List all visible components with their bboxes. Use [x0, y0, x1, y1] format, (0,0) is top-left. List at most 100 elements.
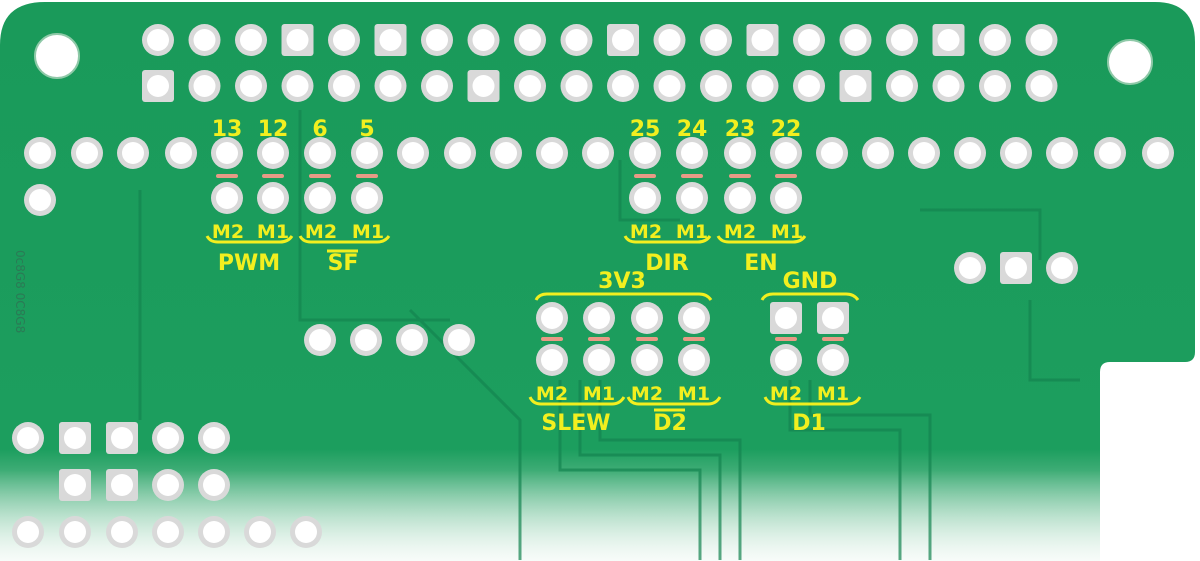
d2-m2-label: M2	[631, 383, 663, 405]
header-pad	[1025, 70, 1058, 102]
bracket-slew	[528, 396, 626, 406]
rail-gnd-label: GND	[783, 269, 838, 294]
jumper-pad	[678, 344, 710, 376]
pin-label-13: 13	[212, 117, 243, 142]
pad	[152, 422, 184, 454]
jumper-marker	[729, 174, 751, 178]
pad	[198, 422, 230, 454]
pwm-m1-label: M1	[257, 221, 289, 243]
jumper-pad	[304, 182, 336, 214]
gpio-pad	[24, 137, 56, 169]
jumper-marker	[309, 174, 331, 178]
d1-m1-label: M1	[817, 383, 849, 405]
pad	[59, 422, 91, 454]
bracket-pwm	[205, 235, 294, 244]
dir-m1-label: M1	[676, 221, 708, 243]
pad	[12, 516, 44, 548]
header-pad	[421, 70, 453, 102]
jumper-marker	[262, 174, 284, 178]
gpio-pad	[724, 137, 756, 169]
slew-m1-label: M1	[583, 383, 615, 405]
pad	[1046, 252, 1078, 284]
d1-m2-label: M2	[770, 383, 802, 405]
dir-label: DIR	[645, 251, 688, 276]
header-pad	[281, 70, 314, 102]
header-pad	[607, 70, 639, 102]
bracket-en	[716, 235, 807, 244]
en-m2-label: M2	[724, 221, 756, 243]
header-pad	[793, 24, 825, 56]
gpio-pad	[351, 137, 383, 169]
pad	[152, 469, 184, 501]
sf-m1-label: M1	[352, 221, 384, 243]
header-pad	[374, 70, 407, 102]
d2-label: D2	[653, 411, 687, 436]
pin-label-6: 6	[312, 117, 327, 142]
gpio-pad	[908, 137, 940, 169]
jumper-marker	[775, 337, 797, 341]
gpio-pad	[954, 137, 986, 169]
header-pad	[746, 24, 779, 56]
jumper-pad	[631, 344, 663, 376]
header-pad	[560, 24, 593, 56]
header-pad	[560, 70, 593, 102]
pwm-label: PWM	[218, 251, 280, 276]
gpio-pad	[1142, 137, 1174, 169]
header-pad	[979, 24, 1011, 56]
silk-part-number: 0c8G8 0C8G8	[13, 250, 27, 333]
pad	[106, 516, 138, 548]
pin-label-22: 22	[771, 117, 802, 142]
gpio-pad	[629, 137, 661, 169]
gpio-pad	[71, 137, 103, 169]
header-pad	[235, 70, 267, 102]
gnd-pad	[770, 302, 802, 334]
jumper-pad	[817, 344, 849, 376]
pad	[396, 324, 428, 356]
sf-label: SF	[328, 251, 359, 276]
rail-pad	[678, 302, 710, 334]
pad	[954, 252, 986, 284]
pad	[106, 469, 138, 501]
pad	[290, 516, 322, 548]
pad	[59, 469, 91, 501]
d2-m1-label: M1	[678, 383, 710, 405]
gnd-pad	[817, 302, 849, 334]
jumper-marker	[636, 337, 658, 341]
pad	[198, 469, 230, 501]
en-m1-label: M1	[771, 221, 803, 243]
pwm-m2-label: M2	[212, 221, 244, 243]
header-pad	[839, 70, 872, 102]
jumper-pad	[770, 182, 802, 214]
pad	[106, 422, 138, 454]
gpio-pad	[582, 137, 614, 169]
header-pad	[932, 70, 965, 102]
pad	[304, 324, 336, 356]
gpio-pad	[117, 137, 149, 169]
gpio-pad	[444, 137, 476, 169]
pad	[12, 422, 44, 454]
gpio-pad	[676, 137, 708, 169]
pad	[198, 516, 230, 548]
gpio-pad	[304, 137, 336, 169]
header-pad	[188, 70, 221, 102]
header-pad	[653, 24, 686, 56]
jumper-marker	[588, 337, 610, 341]
gpio-pad	[1000, 137, 1032, 169]
pin-label-25: 25	[630, 117, 661, 142]
jumper-pad	[583, 344, 615, 376]
pin-label-12: 12	[258, 117, 289, 142]
header-pad	[700, 70, 732, 102]
jumper-pad	[676, 182, 708, 214]
rail-pad	[536, 302, 568, 334]
header-pad	[700, 24, 732, 56]
gpio-pad	[211, 137, 243, 169]
gpio-pad	[165, 137, 197, 169]
jumper-pad	[257, 182, 289, 214]
gpio-pad	[397, 137, 429, 169]
gpio-pad	[770, 137, 802, 169]
gpio-pad	[490, 137, 522, 169]
bracket-sf	[298, 235, 391, 244]
pad	[244, 516, 276, 548]
jumper-pad	[629, 182, 661, 214]
